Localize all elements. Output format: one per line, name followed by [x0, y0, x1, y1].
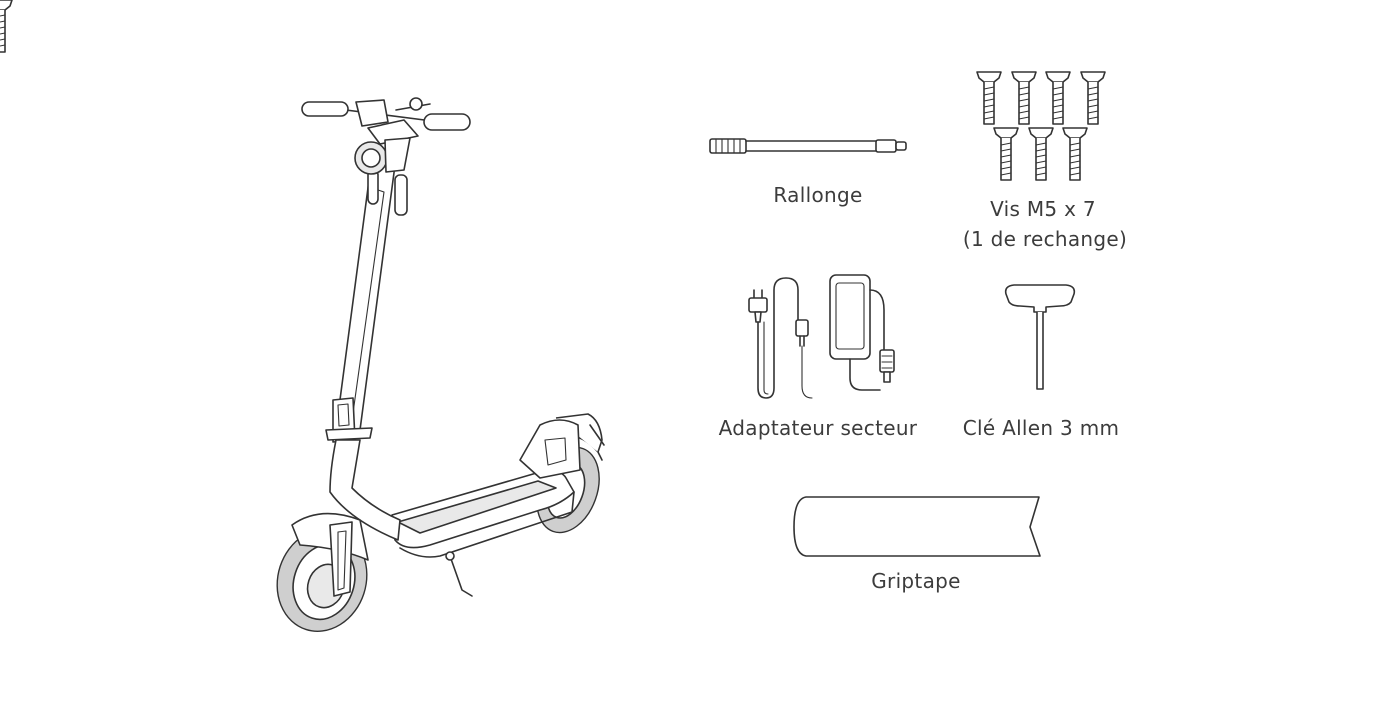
power-adapter-icon [748, 274, 895, 399]
label-screws: Vis M5 x 7 [990, 197, 1096, 221]
label-screws-spare: (1 de rechange) [962, 227, 1128, 251]
handlebar [301, 97, 471, 175]
screws-icon [0, 0, 1106, 181]
label-griptape: Griptape [871, 569, 961, 593]
front-wheel [276, 512, 369, 632]
extension-cable-icon [709, 138, 907, 154]
griptape-icon [793, 496, 1041, 557]
allen-key-icon [1004, 284, 1076, 390]
scooter-deck [391, 419, 581, 597]
electric-scooter-illustration [276, 97, 605, 632]
label-power-adapter: Adaptateur secteur [718, 416, 918, 440]
label-allen-key: Clé Allen 3 mm [962, 416, 1120, 440]
label-extension: Rallonge [773, 183, 863, 207]
scooter-stem [325, 149, 408, 541]
